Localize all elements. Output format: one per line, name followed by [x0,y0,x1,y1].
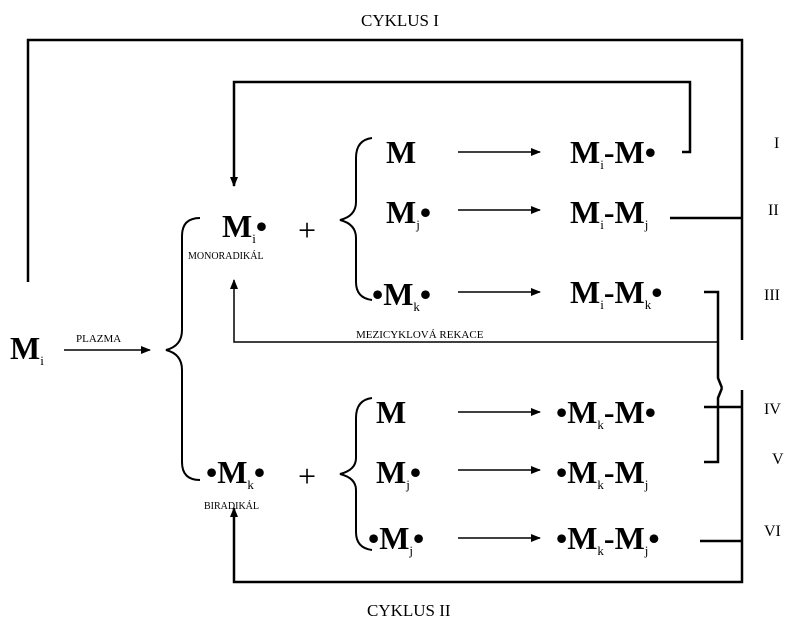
upper-reactant-3: •Mk• [372,276,432,314]
cycle-i-label: CYKLUS I [361,11,439,30]
monoradical-formula: Mi• [222,208,268,246]
plus-sign-upper: + [298,212,317,248]
biradical-formula: •Mk• [206,454,266,492]
plazma-label: PLAZMA [76,333,122,345]
lower-reactant-3: •Mj• [368,520,425,558]
monoradical-label: MONORADIKÁL [188,251,264,262]
source-monomer: Mi [10,330,44,368]
main-brace [165,217,201,481]
lower-reactant-1: M [376,394,407,430]
product-iii-connector [704,290,724,389]
cycle-i-inner-line [230,80,692,187]
lower-product-1: •Mk-M• [556,394,656,432]
roman-label-i: I [774,135,780,152]
roman-label-ii: II [768,202,779,219]
roman-label-iv: IV [764,401,781,418]
biradical-label: BIRADIKÁL [204,501,259,512]
roman-label-iii: III [764,287,780,304]
cycle-ii-right-line [230,390,744,584]
lower-brace [339,397,373,551]
cycle-ii-label: CYKLUS II [367,601,451,620]
upper-reactant-2: Mj• [386,194,432,232]
upper-product-3: Mi-Mk• [570,274,663,312]
upper-brace [339,137,373,301]
roman-label-vi: VI [764,523,781,540]
intercycle-label: MEZICYKLOVÁ REKACE [356,329,484,341]
lower-reactant-2: Mj• [376,454,422,492]
plus-sign-lower: + [298,458,317,494]
iv-v-bracket [704,387,724,464]
lower-product-3: •Mk-Mj• [556,520,660,558]
roman-label-v: V [772,451,784,468]
upper-product-2: Mi-Mj [570,194,649,232]
intercycle-line [230,279,718,343]
upper-reactant-1: M [386,134,417,170]
lower-product-2: •Mk-Mj [556,454,649,492]
cycle-i-outer-line [26,38,744,340]
upper-product-1: Mi-M• [570,134,656,172]
